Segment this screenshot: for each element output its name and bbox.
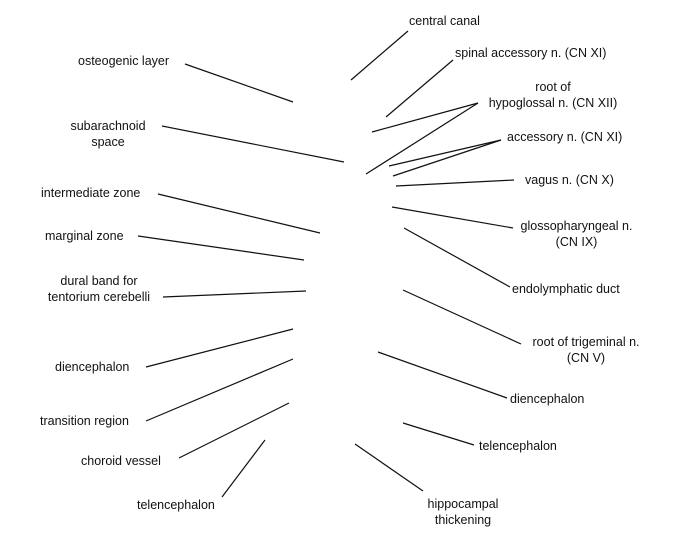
label-text: choroid vessel [81,454,161,468]
label-diencephalon-left: diencephalon [55,359,129,375]
leader-glossopharyngeal [391,206,514,229]
label-dural-band: dural band for tentorium cerebelli [38,273,160,305]
label-osteogenic-layer: osteogenic layer [78,53,169,69]
label-text: root of trigeminal n. [532,335,640,349]
label-text: osteogenic layer [78,54,170,68]
label-text: hypoglossal n. (CN XII) [488,96,618,110]
label-text: diencephalon [510,392,585,406]
label-text: central canal [409,14,480,28]
label-text: marginal zone [45,229,124,243]
label-transition-region: transition region [40,413,129,429]
label-endolymphatic-duct: endolymphatic duct [512,281,620,297]
label-choroid-vessel: choroid vessel [81,453,161,469]
label-root-trigeminal: root of trigeminal n. (CN V) [519,334,653,366]
label-text: intermediate zone [41,186,141,200]
label-text: hippocampal [427,497,499,511]
label-text: space [91,135,125,149]
label-vagus: vagus n. (CN X) [525,172,614,188]
leader-accessory-a [388,139,502,167]
label-spinal-accessory: spinal accessory n. (CN XI) [455,45,606,61]
leader-telencephalon-right [402,422,475,446]
label-text: (CN V) [566,351,606,365]
label-text: spinal accessory n. (CN XI) [455,46,607,60]
label-text: diencephalon [55,360,130,374]
label-diencephalon-right: diencephalon [510,391,584,407]
label-text: telencephalon [479,439,557,453]
label-central-canal: central canal [409,13,480,29]
leader-subarachnoid-space [161,125,345,163]
leader-osteogenic-layer [184,63,294,103]
label-telencephalon-left: telencephalon [137,497,215,513]
leader-accessory-b [392,139,502,177]
label-glossopharyngeal: glossopharyngeal n. (CN IX) [514,218,639,250]
label-telencephalon-right: telencephalon [479,438,557,454]
label-text: transition region [40,414,129,428]
label-text: dural band for [60,274,138,288]
leader-central-canal [350,30,409,81]
label-hippocampal-thickening: hippocampal thickening [418,496,508,528]
leader-transition-region [145,358,294,422]
label-text: root of [535,80,571,94]
leader-marginal-zone [137,235,305,261]
label-text: tentorium cerebelli [47,290,151,304]
label-text: thickening [434,513,492,527]
leader-root-hypoglossal-b [365,102,479,175]
label-text: (CN IX) [555,235,598,249]
leader-telencephalon-left [221,439,266,498]
leader-hippocampal-thickening [354,443,424,492]
label-text: accessory n. (CN XI) [507,130,623,144]
leader-spinal-accessory [385,59,454,118]
leader-choroid-vessel [178,402,290,459]
label-text: glossopharyngeal n. [520,219,633,233]
label-text: vagus n. (CN X) [525,173,614,187]
leader-intermediate-zone [157,193,321,234]
label-text: endolymphatic duct [512,282,620,296]
label-accessory: accessory n. (CN XI) [507,129,622,145]
leader-root-hypoglossal-a [371,102,479,133]
leader-diencephalon-left [145,328,294,368]
label-text: telencephalon [137,498,215,512]
label-root-hypoglossal: root of hypoglossal n. (CN XII) [478,79,628,111]
leader-dural-band [162,290,307,298]
leader-root-trigeminal [402,289,522,345]
leader-vagus [395,179,515,187]
label-marginal-zone: marginal zone [45,228,124,244]
label-intermediate-zone: intermediate zone [41,185,140,201]
label-text: subarachnoid [70,119,146,133]
label-subarachnoid-space: subarachnoid space [63,118,153,150]
leader-endolymphatic-duct [403,227,511,288]
leader-diencephalon-right [377,351,508,399]
